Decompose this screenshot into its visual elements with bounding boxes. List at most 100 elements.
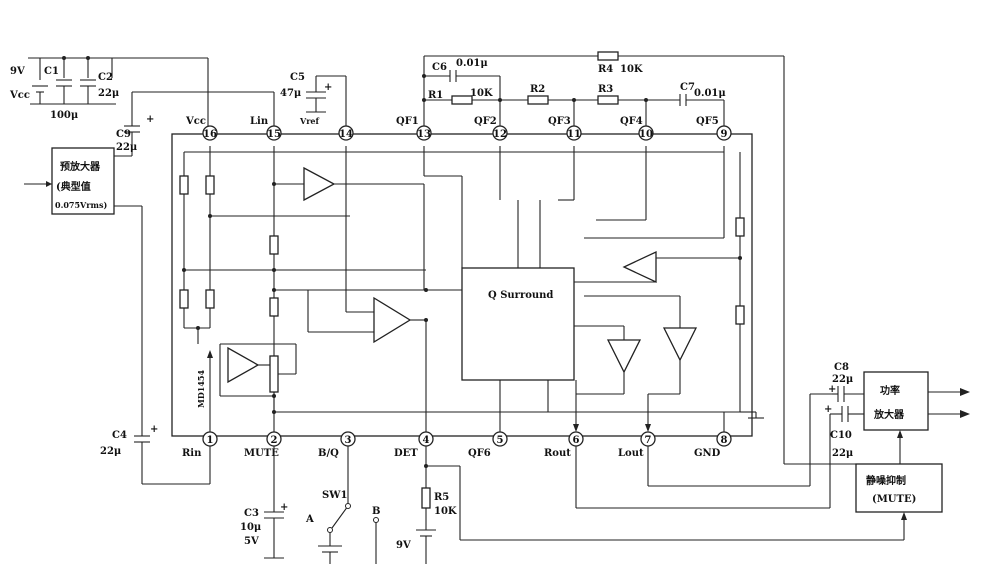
pin-7-name: Lout bbox=[618, 448, 644, 459]
r4-value: 10K bbox=[620, 64, 643, 75]
pin-8-number: 8 bbox=[721, 435, 728, 446]
r5-value: 10K bbox=[434, 506, 457, 517]
pin-12-number: 12 bbox=[493, 129, 507, 140]
pin-15-name: Lin bbox=[250, 116, 269, 127]
c10-label: C10 bbox=[830, 430, 852, 441]
c8-label: C8 bbox=[834, 362, 849, 373]
c8-value: 22μ bbox=[832, 374, 853, 385]
supply-voltage: 9V bbox=[10, 66, 25, 77]
pin-3-name: B/Q bbox=[318, 448, 339, 459]
q-surround-label: Q Surround bbox=[488, 290, 553, 301]
pin-1-name: Rin bbox=[182, 448, 202, 459]
pin-11-number: 11 bbox=[567, 129, 581, 140]
c4-label: C4 bbox=[112, 430, 127, 441]
pin-6-name: Rout bbox=[544, 448, 571, 459]
pin-2-number: 2 bbox=[271, 435, 278, 446]
pin-10-number: 10 bbox=[639, 129, 653, 140]
supply-vcc: Vcc bbox=[9, 90, 30, 101]
svg-text:+: + bbox=[324, 82, 332, 93]
top-external: C5 47μ + R4 10K C6 0.01μ R1 10K bbox=[280, 51, 785, 464]
internal-wiring bbox=[179, 146, 764, 436]
pin-15-number: 15 bbox=[267, 129, 281, 140]
r3-label: R3 bbox=[598, 84, 613, 95]
c7-label: C7 bbox=[680, 82, 695, 93]
pin-16-name: Vcc bbox=[185, 116, 206, 127]
pin-9 bbox=[716, 125, 732, 141]
det-supply: 9V bbox=[396, 540, 411, 551]
bottom-external: C3 10μ 5V + SW1 A B R5 10K 9V bbox=[240, 362, 907, 564]
pin-1-number: 1 bbox=[207, 435, 214, 446]
pin-13-number: 13 bbox=[417, 129, 431, 140]
switch-b-label: B bbox=[372, 506, 380, 517]
left-supply: 9V Vcc C1 100μ C2 22μ bbox=[9, 56, 209, 126]
svg-text:+: + bbox=[824, 404, 832, 415]
pin-8 bbox=[716, 431, 732, 447]
pin-4-name: DET bbox=[394, 448, 418, 459]
pin-7-number: 7 bbox=[645, 435, 652, 446]
pin-5 bbox=[492, 431, 508, 447]
q-surround-block bbox=[461, 267, 575, 381]
c6-label: C6 bbox=[432, 62, 447, 73]
pin-12-name: QF2 bbox=[474, 116, 497, 127]
pin-11-name: QF3 bbox=[548, 116, 571, 127]
pin-14-number: 14 bbox=[339, 129, 353, 140]
pin-16-number: 16 bbox=[203, 129, 217, 140]
pin-14-name: Vref bbox=[299, 116, 320, 126]
pin-13 bbox=[416, 125, 432, 141]
pin-9-number: 9 bbox=[721, 129, 728, 140]
c4-value: 22μ bbox=[100, 446, 121, 457]
pin-14 bbox=[338, 125, 354, 141]
pin-4-number: 4 bbox=[423, 435, 430, 446]
pin-5-name: QF6 bbox=[468, 448, 491, 459]
svg-text:+: + bbox=[146, 114, 154, 125]
preamp-line1: 预放大器 bbox=[60, 160, 101, 173]
c9-value: 22μ bbox=[116, 142, 137, 153]
r1-label: R1 bbox=[428, 90, 443, 101]
preamp-line2: (典型值 bbox=[56, 180, 91, 193]
pin-3-number: 3 bbox=[345, 435, 352, 446]
pin-5-number: 5 bbox=[497, 435, 504, 446]
c2-value: 22μ bbox=[98, 88, 119, 99]
c3-label: C3 bbox=[244, 508, 259, 519]
c3-rating: 5V bbox=[244, 536, 259, 547]
r5-label: R5 bbox=[434, 492, 449, 503]
r2-label: R2 bbox=[530, 84, 545, 95]
preamp-block: 预放大器 (典型值 0.075Vrms) C9 22μ + C4 22μ + bbox=[24, 91, 275, 485]
c10-value: 22μ bbox=[832, 448, 853, 459]
c6-value: 0.01μ bbox=[456, 58, 488, 69]
power-amp-line1: 功率 bbox=[880, 384, 900, 397]
c9-label: C9 bbox=[116, 129, 131, 140]
switch-a-label: A bbox=[305, 514, 314, 525]
c7-value: 0.01μ bbox=[694, 88, 726, 99]
svg-text:+: + bbox=[150, 424, 158, 435]
pin-6-number: 6 bbox=[573, 435, 580, 446]
pin-9-name: QF5 bbox=[696, 116, 719, 127]
pin-10-name: QF4 bbox=[620, 116, 643, 127]
c5-value: 47μ bbox=[280, 88, 301, 99]
pin-11 bbox=[566, 125, 582, 141]
c1-value: 100μ bbox=[50, 110, 78, 121]
preamp-line3: 0.075Vrms) bbox=[55, 200, 107, 210]
power-amp-block: 功率 放大器 bbox=[863, 371, 970, 464]
pin-12 bbox=[492, 125, 508, 141]
pin-13-name: QF1 bbox=[396, 116, 419, 127]
mute-block: 静噪抑制 (MUTE) bbox=[855, 463, 943, 513]
svg-text:+: + bbox=[828, 384, 836, 395]
c5-label: C5 bbox=[290, 72, 305, 83]
mute-block-line1: 静噪抑制 bbox=[866, 474, 906, 487]
pin-8-name: GND bbox=[694, 448, 721, 459]
c2-label: C2 bbox=[98, 72, 113, 83]
switch-label: SW1 bbox=[322, 490, 347, 501]
mute-block-line2: (MUTE) bbox=[872, 494, 916, 505]
c1-label: C1 bbox=[44, 66, 59, 77]
pin-2-name: MUTE bbox=[244, 448, 279, 459]
pin-1 bbox=[202, 431, 218, 447]
pin-16 bbox=[202, 125, 218, 141]
svg-text:+: + bbox=[280, 502, 288, 513]
pin-10 bbox=[638, 125, 654, 141]
c3-value: 10μ bbox=[240, 522, 261, 533]
top-pins: 16 Vcc 15 Lin 14 Vref 13 QF1 12 QF2 11 Q… bbox=[185, 116, 732, 141]
bottom-pins: 1 Rin 2 MUTE 3 B/Q 4 DET 5 QF6 6 Rout 7 … bbox=[182, 431, 732, 459]
pin-15 bbox=[266, 125, 282, 141]
